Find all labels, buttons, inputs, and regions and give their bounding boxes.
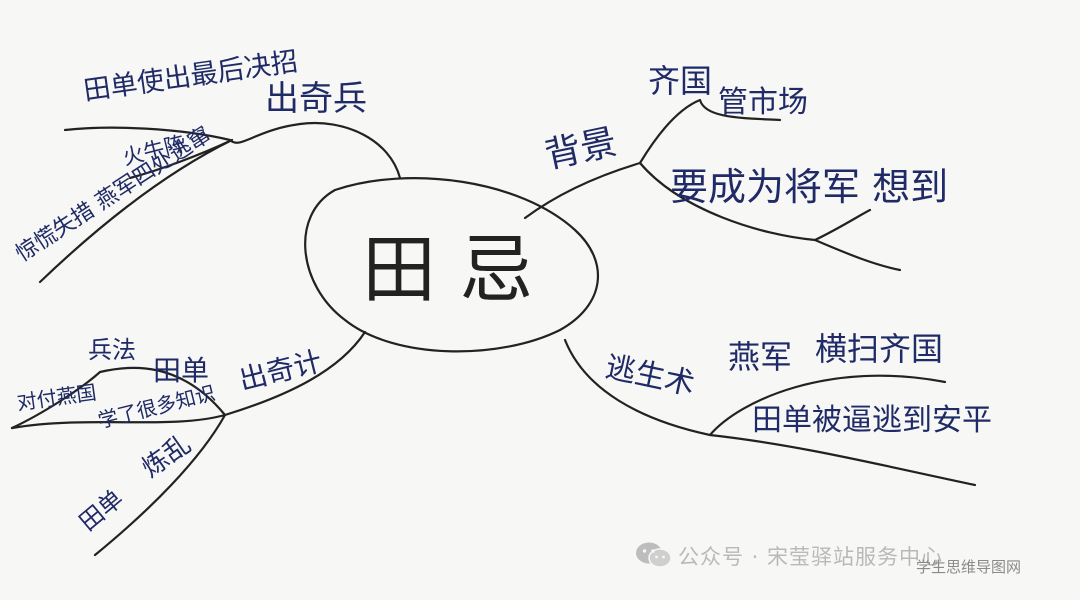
top-left-title: 出奇兵 xyxy=(265,79,367,119)
branch-line-top-left xyxy=(63,121,402,180)
center-leaf-outline xyxy=(304,177,600,353)
wechat-icon xyxy=(636,542,672,568)
watermark-subtext: 学生思维导图网 xyxy=(916,558,1022,576)
bottom-left-sub2: 田单 xyxy=(153,354,209,387)
branch-leaf-top-left xyxy=(38,138,234,284)
watermark-text: 公众号 · 宋莹驿站服务中心 xyxy=(678,545,944,569)
bottom-left-sub3: 对付燕国 xyxy=(15,380,98,415)
bottom-left-sub4: 学了很多知识 xyxy=(95,381,217,433)
bottom-right-title: 逃生术 xyxy=(602,350,697,403)
top-right-sub2: 管市场 xyxy=(718,85,808,120)
top-right-sub3: 要成为将军 想到 xyxy=(670,165,948,209)
bottom-right-sub3: 田单被逼逃到安平 xyxy=(752,403,992,438)
bottom-left-sub5: 田单 xyxy=(74,484,129,536)
top-right-title: 背景 xyxy=(541,122,620,177)
branch-line-bottom-right xyxy=(563,338,947,437)
top-left-sub3: 惊慌失措 燕军四处逃窜 xyxy=(12,122,216,267)
top-right-sub1: 齐国 xyxy=(648,62,712,100)
bottom-right-sub2: 横扫齐国 xyxy=(815,330,943,368)
branch-leaf-bottom-left xyxy=(10,413,227,557)
bottom-left-title: 出奇计 xyxy=(236,344,326,396)
center-title: 田 忌 xyxy=(362,227,534,313)
bottom-left-sub1: 兵法 xyxy=(88,336,136,364)
bottom-right-sub1: 燕军 xyxy=(728,338,792,376)
branch-line-bottom-left xyxy=(10,330,367,430)
branch-line-top-right xyxy=(523,98,782,220)
bottom-left-sub6: 炼乱 xyxy=(137,429,197,483)
branch-leaf-top-right xyxy=(638,161,902,272)
branch-leaf-bottom-right xyxy=(708,433,977,487)
